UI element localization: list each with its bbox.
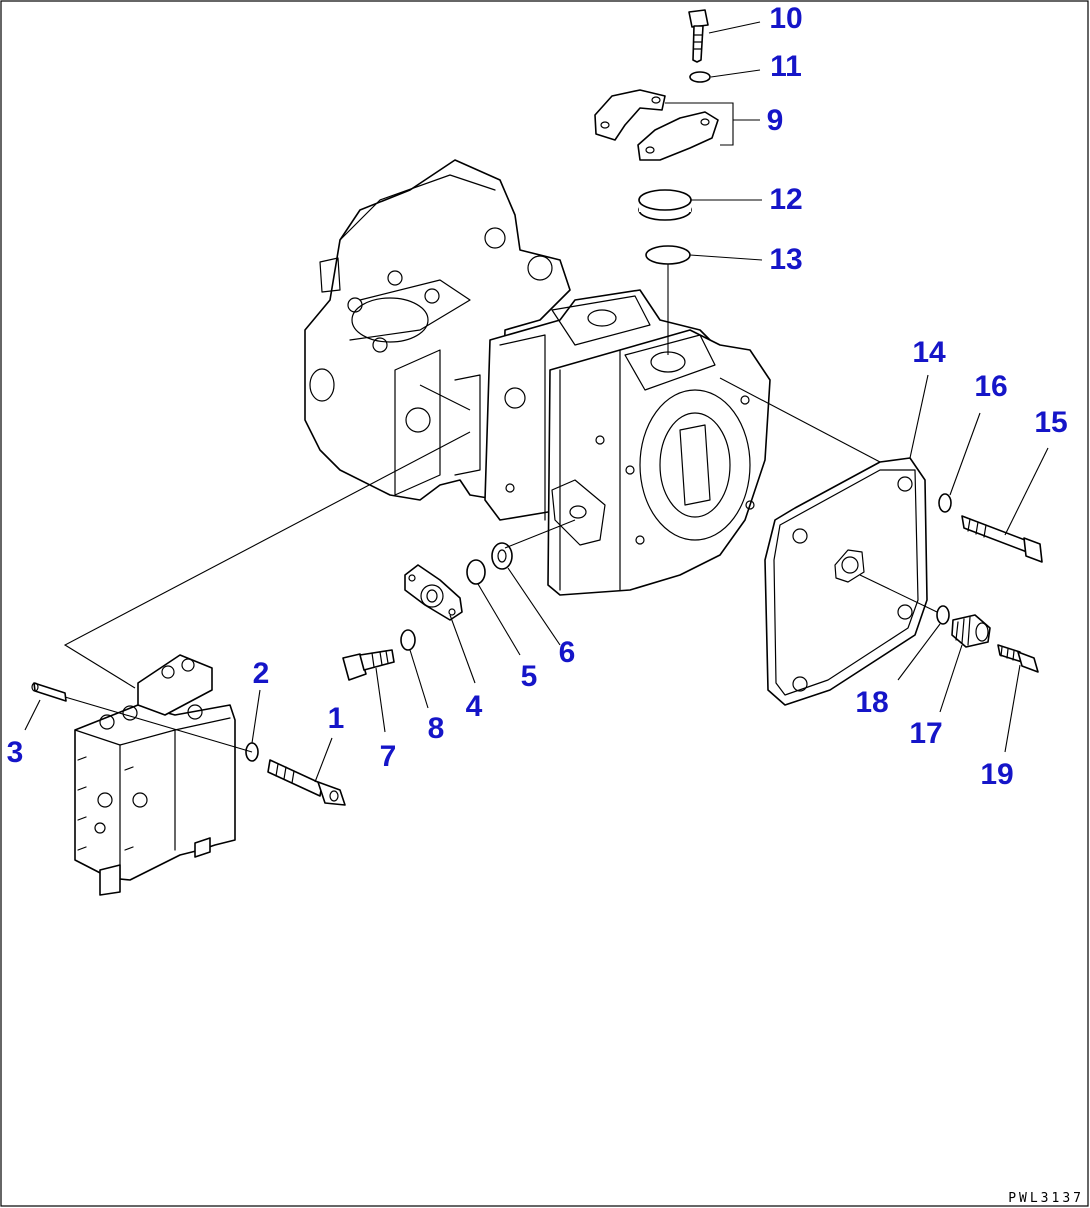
washer-6 xyxy=(491,542,513,570)
callout-16: 16 xyxy=(974,370,1007,403)
callout-11: 11 xyxy=(770,50,802,83)
callout-2: 2 xyxy=(253,657,270,690)
main-pump-assembly xyxy=(304,159,771,596)
pin-3 xyxy=(31,682,67,702)
callout-19: 19 xyxy=(980,758,1013,791)
sensor-19 xyxy=(997,644,1039,673)
callout-18: 18 xyxy=(855,686,888,719)
callout-5: 5 xyxy=(521,660,538,693)
control-valve-block xyxy=(74,654,236,896)
washer-11 xyxy=(689,71,711,83)
o-ring-13 xyxy=(645,245,691,265)
leader-lines xyxy=(24,21,1049,783)
cover-plate-12 xyxy=(638,189,692,221)
callout-1: 1 xyxy=(328,702,345,735)
callout-3: 3 xyxy=(7,736,24,769)
callout-4: 4 xyxy=(466,690,483,723)
callout-7: 7 xyxy=(380,740,397,773)
washer-8 xyxy=(400,629,416,651)
callout-15: 15 xyxy=(1034,406,1067,439)
washer-16 xyxy=(938,493,952,513)
bolt-10 xyxy=(688,9,709,63)
o-ring-18 xyxy=(936,605,950,625)
callout-12: 12 xyxy=(769,183,802,216)
callout-9: 9 xyxy=(767,104,784,137)
fitting-17 xyxy=(951,614,991,648)
end-cover-14 xyxy=(764,457,928,706)
bolt-7 xyxy=(342,649,395,681)
callout-8: 8 xyxy=(428,712,445,745)
callout-numbers: 1 2 3 4 5 6 7 8 9 10 11 12 13 14 15 16 1… xyxy=(7,2,1068,791)
callout-14: 14 xyxy=(912,336,946,369)
bolt-15 xyxy=(961,515,1043,563)
callout-13: 13 xyxy=(769,243,802,276)
callout-17: 17 xyxy=(909,717,942,750)
callout-6: 6 xyxy=(559,636,576,669)
bolt-1 xyxy=(267,759,346,806)
o-ring-5 xyxy=(466,559,486,585)
drawing-code: PWL3137 xyxy=(1008,1191,1084,1206)
flange-4 xyxy=(404,564,463,621)
callout-10: 10 xyxy=(769,2,802,35)
split-flange-9 xyxy=(594,89,719,161)
